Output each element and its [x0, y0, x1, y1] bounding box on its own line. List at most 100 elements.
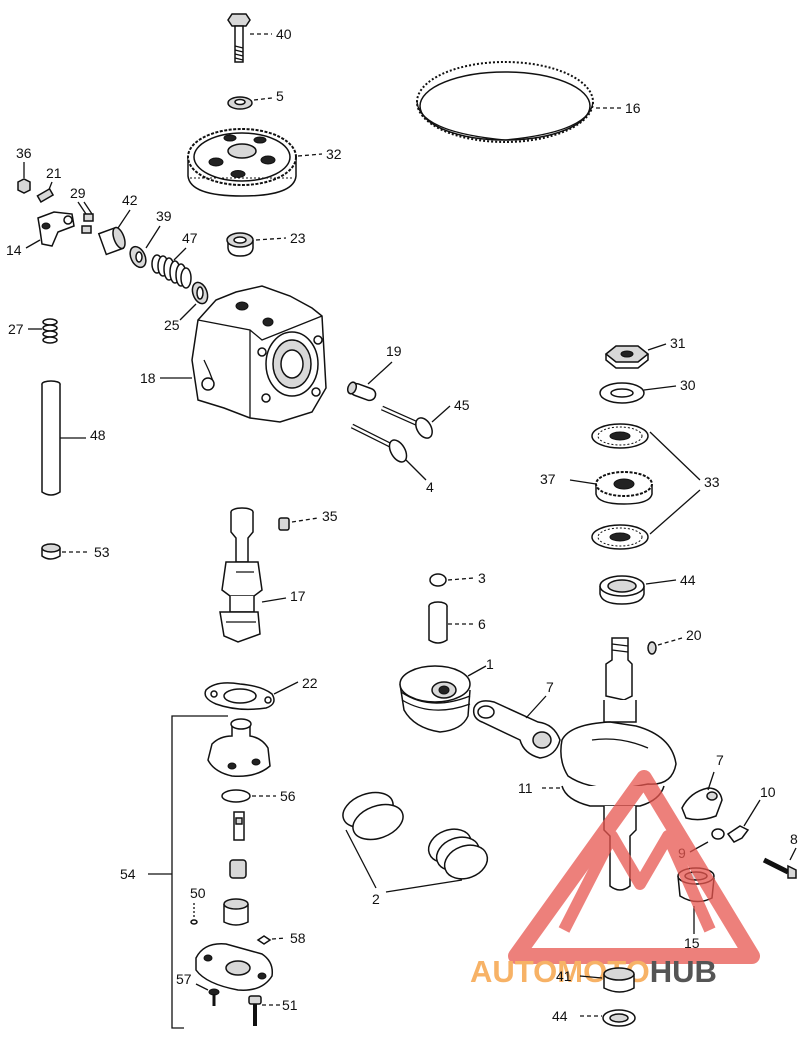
part-bushing-41 — [603, 967, 635, 993]
callout-6: 6 — [478, 616, 486, 632]
part-camshaft-17 — [219, 507, 263, 643]
part-bushing-53 — [41, 543, 61, 560]
part-clip-3 — [429, 573, 447, 587]
part-bolt-51 — [248, 995, 262, 1026]
callout-53: 53 — [94, 544, 110, 560]
callout-3: 3 — [478, 570, 486, 586]
part-valve-45 — [380, 405, 433, 439]
part-gear-37 — [595, 471, 653, 505]
part-oil-seal-23 — [226, 232, 254, 257]
callout-11: 11 — [518, 780, 533, 796]
callout-54: 54 — [120, 866, 136, 882]
part-cam-pulley-32 — [187, 128, 297, 197]
callout-19: 19 — [386, 343, 402, 359]
part-pump-rotor — [229, 859, 247, 879]
part-washer-30 — [599, 382, 645, 404]
callout-15: 15 — [684, 935, 700, 951]
part-rocker-arm-14 — [37, 211, 75, 247]
part-washer-9 — [711, 828, 725, 840]
callout-23: 23 — [290, 230, 306, 246]
callout-32: 32 — [326, 146, 342, 162]
callout-5: 5 — [276, 88, 284, 104]
callout-47: 47 — [182, 230, 198, 246]
part-lock-plate-10 — [726, 825, 750, 843]
callout-4: 4 — [426, 479, 434, 495]
brand-logo — [508, 770, 760, 964]
callout-42: 42 — [122, 192, 138, 208]
part-spring-27 — [42, 318, 58, 344]
callout-56: 56 — [280, 788, 296, 804]
part-gasket-22 — [204, 682, 275, 711]
part-pump-gear — [223, 898, 249, 926]
callout-31: 31 — [670, 335, 686, 351]
part-nut-36 — [17, 178, 31, 194]
part-thrust-washer-33b — [591, 524, 649, 550]
callout-7-upper: 7 — [546, 679, 554, 695]
part-seal-44-upper — [599, 575, 645, 605]
part-bolt-8 — [762, 857, 797, 879]
callout-25: 25 — [164, 317, 180, 333]
callout-7-lower: 7 — [716, 752, 724, 768]
part-o-ring-56 — [221, 789, 251, 803]
callout-30: 30 — [680, 377, 696, 393]
callout-50: 50 — [190, 885, 206, 901]
callout-35: 35 — [322, 508, 338, 524]
callout-22: 22 — [302, 675, 318, 691]
part-rod-cap-7-lower — [681, 787, 723, 821]
callout-48: 48 — [90, 427, 106, 443]
callout-29: 29 — [70, 185, 86, 201]
callout-27: 27 — [8, 321, 24, 337]
part-connecting-rod-7-upper — [472, 700, 561, 759]
part-bushing-42 — [97, 226, 126, 256]
part-collet-29a — [83, 213, 94, 222]
part-screw-57 — [208, 988, 220, 1006]
part-seal-39 — [129, 245, 147, 269]
part-collet-29b — [81, 225, 92, 234]
callout-8: 8 — [790, 831, 798, 847]
callout-40: 40 — [276, 26, 292, 42]
callout-57: 57 — [176, 971, 192, 987]
part-timing-belt-16 — [416, 61, 594, 143]
callout-45: 45 — [454, 397, 470, 413]
callout-51: 51 — [282, 997, 298, 1013]
part-pushrod-tube-48 — [41, 380, 61, 496]
callout-58: 58 — [290, 930, 306, 946]
part-piston-rings-2 — [342, 791, 489, 880]
callout-39: 39 — [156, 208, 172, 224]
callout-1: 1 — [486, 656, 494, 672]
callout-14: 14 — [6, 242, 22, 258]
callout-2: 2 — [372, 891, 380, 907]
part-valve-4 — [350, 423, 408, 463]
callout-44-upper: 44 — [680, 572, 696, 588]
part-screw-21 — [36, 187, 55, 203]
part-nut-31 — [604, 345, 650, 369]
callout-41: 41 — [556, 968, 572, 984]
part-valve-spring-47 — [151, 254, 192, 289]
brand-text-part2: HUB — [650, 954, 717, 989]
part-pin-50 — [190, 919, 198, 925]
part-key-35 — [278, 517, 290, 531]
callout-36: 36 — [16, 145, 32, 161]
callout-33: 33 — [704, 474, 720, 490]
callout-18: 18 — [140, 370, 156, 386]
part-pump-shaft — [233, 811, 245, 841]
part-piston-pin-6 — [428, 601, 448, 644]
part-washer-25 — [191, 281, 209, 305]
callout-16: 16 — [625, 100, 641, 116]
callout-44-lower: 44 — [552, 1008, 568, 1024]
callout-21: 21 — [46, 165, 62, 181]
part-pump-cover — [195, 943, 274, 991]
callout-10: 10 — [760, 784, 776, 800]
part-pump-housing — [207, 718, 271, 778]
part-valve-guide-19 — [346, 381, 377, 402]
callout-17: 17 — [290, 588, 306, 604]
part-bolt-40 — [227, 13, 251, 63]
part-key-20 — [647, 641, 657, 655]
part-cylinder-head-18 — [191, 285, 327, 423]
part-washer-5 — [227, 96, 253, 110]
part-seal-44-lower — [602, 1009, 636, 1027]
part-thrust-washer-33a — [591, 423, 649, 449]
part-pin-58 — [256, 935, 272, 945]
